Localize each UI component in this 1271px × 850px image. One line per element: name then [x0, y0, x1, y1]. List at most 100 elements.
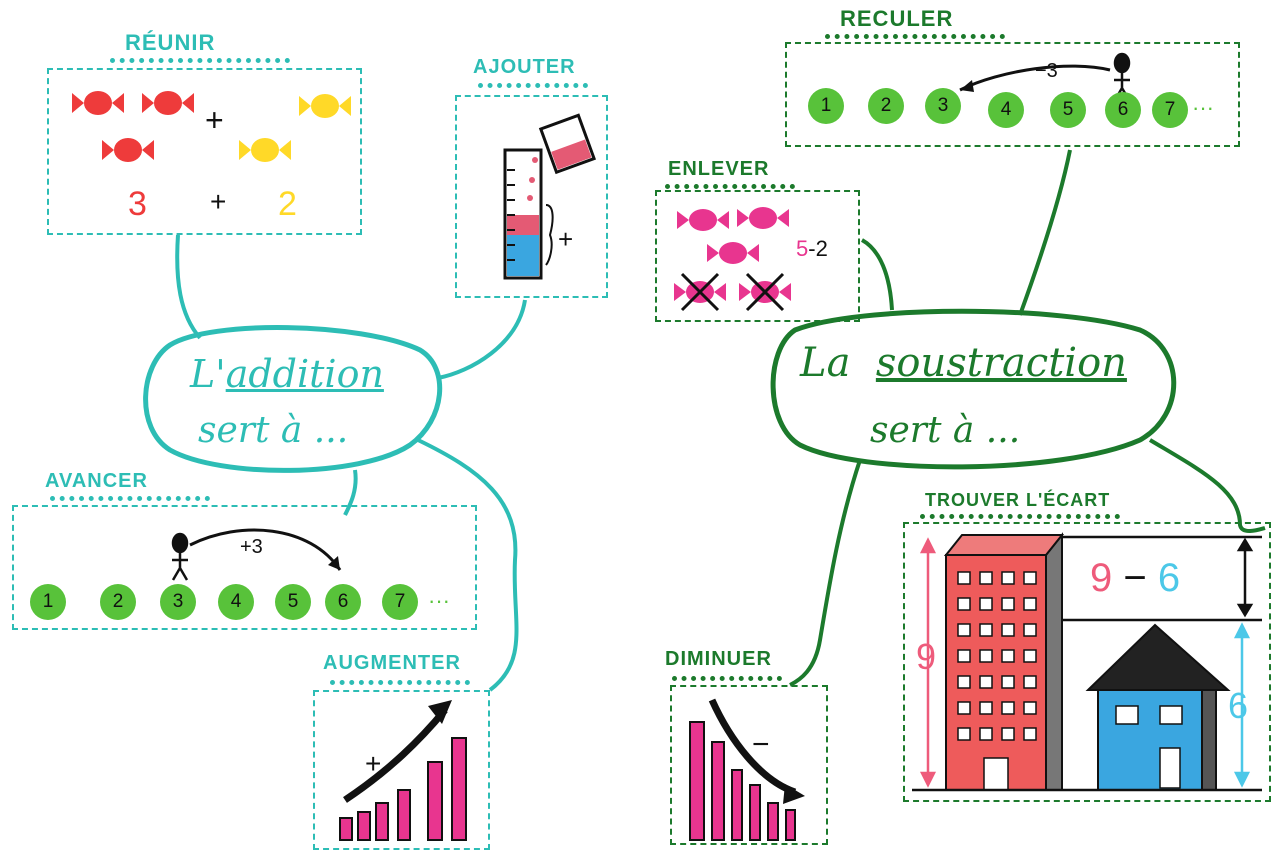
- increasing-bars-icon: [339, 737, 467, 841]
- enlever-title: ENLEVER: [668, 158, 770, 180]
- reculer-title: RECULER: [840, 6, 954, 31]
- soustraction-link-enlever: [860, 238, 894, 311]
- candy-red-1-icon: [72, 91, 124, 115]
- avancer-underline-dots: [50, 496, 210, 501]
- candy-pink-2-icon: [737, 207, 789, 229]
- avancer-number-3: 3: [160, 584, 196, 620]
- hop-arrow-forward: [189, 528, 342, 571]
- candy-red-3-icon: [102, 138, 154, 162]
- enlever-number-5: 5: [796, 236, 809, 261]
- soustraction-prefix: La: [800, 340, 851, 386]
- height-label-6: 6: [1228, 685, 1249, 726]
- reculer-number-3: 3: [925, 88, 961, 124]
- addition-bubble: [143, 325, 443, 473]
- candy-pink-crossed-2-icon: [739, 272, 791, 312]
- enlever-equation: 5-2: [796, 236, 828, 262]
- soustraction-link-reculer: [1018, 149, 1072, 316]
- ajouter-title: AJOUTER: [473, 56, 576, 78]
- reculer-number-5: 5: [1050, 92, 1086, 128]
- ecart-number-9: 9: [1090, 556, 1113, 600]
- soustraction-link-trouver: [1148, 438, 1266, 533]
- height-label-9: 9: [916, 636, 937, 677]
- addition-center-title: L'addition: [190, 352, 384, 396]
- ecart-minus: −: [1123, 556, 1147, 600]
- candy-red-2-icon: [142, 91, 194, 115]
- ecart-horizontal-lines: [912, 535, 1262, 792]
- addition-link-avancer: [343, 469, 358, 516]
- ajouter-box: [455, 95, 608, 298]
- reculer-number-1: 1: [808, 88, 844, 124]
- avancer-number-4: 4: [218, 584, 254, 620]
- reculer-hop-label: −3: [1035, 60, 1058, 82]
- addition-link-ajouter: [437, 299, 527, 380]
- candy-yellow-1-icon: [299, 94, 351, 118]
- hop-arrow-backward: [959, 64, 1111, 92]
- reunir-underline-dots: [110, 58, 290, 63]
- reunir-number-3: 3: [128, 185, 147, 223]
- tall-building-icon: [943, 532, 1065, 791]
- augmenter-title: AUGMENTER: [323, 652, 461, 674]
- avancer-number-1: 1: [30, 584, 66, 620]
- candy-pink-3-icon: [707, 242, 759, 264]
- reculer-number-4: 4: [988, 92, 1024, 128]
- height-9-arrow: [919, 537, 937, 788]
- reculer-number-7: 7: [1152, 92, 1188, 128]
- reunir-plus-sign: +: [205, 102, 224, 138]
- augmenter-box: [313, 690, 490, 850]
- decreasing-trend-arrow: [708, 698, 797, 796]
- addition-link-reunir: [175, 234, 202, 340]
- trouver-ecart-title: TROUVER L'ÉCART: [925, 490, 1111, 510]
- house-icon: [1085, 623, 1231, 791]
- diminuer-box: [670, 685, 828, 845]
- reculer-number-2: 2: [868, 88, 904, 124]
- avancer-box: [12, 505, 477, 630]
- avancer-number-2: 2: [100, 584, 136, 620]
- soustraction-center-subtitle: sert à ...: [870, 410, 1021, 451]
- soustraction-center-title: La soustraction: [800, 340, 1127, 386]
- stick-figure-icon: [171, 532, 189, 581]
- reculer-underline-dots: [825, 34, 1005, 39]
- avancer-title: AVANCER: [45, 470, 148, 492]
- ajouter-underline-dots: [478, 83, 588, 88]
- candy-pink-1-icon: [677, 209, 729, 231]
- reculer-box: [785, 42, 1240, 147]
- augmenter-plus-sign: +: [365, 748, 382, 779]
- soustraction-bubble: [770, 308, 1177, 470]
- candy-pink-crossed-1-icon: [674, 272, 726, 312]
- avancer-number-6: 6: [325, 584, 361, 620]
- diminuer-underline-dots: [672, 676, 782, 681]
- height-6-arrow: [1233, 622, 1251, 788]
- ecart-gap-arrow: [1236, 537, 1254, 618]
- augmenter-underline-dots: [330, 680, 470, 685]
- trouver-underline-dots: [920, 514, 1120, 519]
- increasing-trend-arrow: [343, 707, 448, 803]
- diminuer-minus-sign: −: [752, 728, 770, 761]
- avancer-number-5: 5: [275, 584, 311, 620]
- reunir-eq-plus: +: [210, 186, 227, 217]
- reunir-number-2: 2: [278, 185, 297, 223]
- decreasing-bars-icon: [689, 721, 796, 841]
- pouring-glass-icon: [538, 113, 597, 175]
- stick-figure-reculer-icon: [1113, 52, 1131, 101]
- enlever-box: [655, 190, 860, 322]
- ecart-number-6: 6: [1157, 556, 1181, 600]
- trouver-ecart-box: [903, 522, 1271, 802]
- candy-yellow-2-icon: [239, 138, 291, 162]
- enlever-underline-dots: [665, 184, 795, 189]
- soustraction-link-diminuer: [789, 459, 862, 687]
- reculer-ellipsis: ···: [1192, 95, 1214, 120]
- graduated-cylinder-icon: [503, 148, 554, 280]
- addition-word: addition: [225, 352, 384, 396]
- addition-center-subtitle: sert à ...: [198, 410, 349, 451]
- diminuer-title: DIMINUER: [665, 648, 772, 670]
- ajouter-plus-sign: +: [558, 224, 574, 254]
- addition-link-augmenter: [417, 438, 519, 692]
- addition-prefix: L': [190, 352, 226, 396]
- avancer-hop-label: +3: [240, 536, 263, 558]
- reculer-number-6: 6: [1105, 92, 1141, 128]
- soustraction-word: soustraction: [875, 340, 1127, 386]
- avancer-number-7: 7: [382, 584, 418, 620]
- enlever-minus-2: -2: [808, 236, 828, 261]
- ecart-equation: 9 − 6: [1090, 556, 1180, 601]
